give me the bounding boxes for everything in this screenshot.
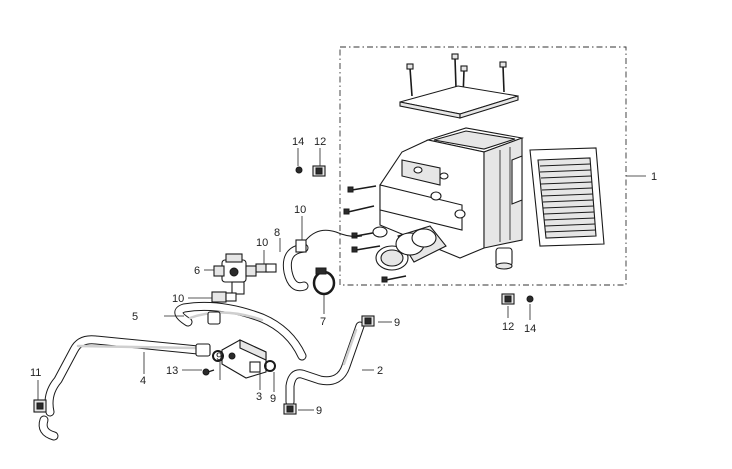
hose-4 xyxy=(38,335,211,441)
connector-lower xyxy=(211,291,237,303)
clamp-9-b xyxy=(264,360,276,372)
clip-nut-lower xyxy=(501,293,515,305)
top-bolts xyxy=(406,53,507,99)
callout-12-a: 12 xyxy=(314,136,326,148)
callout-10-c: 10 xyxy=(172,293,184,305)
screw-13 xyxy=(202,368,215,376)
screw-lower xyxy=(526,295,534,303)
screw-upper xyxy=(295,166,303,174)
hose-2 xyxy=(285,321,365,407)
callout-6: 6 xyxy=(194,265,200,277)
callout-14-a: 14 xyxy=(292,136,304,148)
callout-8: 8 xyxy=(274,227,280,239)
callout-14-b: 14 xyxy=(524,323,536,335)
callout-10-a: 10 xyxy=(294,204,306,216)
hose-5 xyxy=(174,301,307,361)
elbow-hose xyxy=(282,229,363,292)
callout-2: 2 xyxy=(377,365,383,377)
callout-9-a: 9 xyxy=(394,317,400,329)
callout-4: 4 xyxy=(140,375,146,387)
callout-9-d: 9 xyxy=(270,393,276,405)
valve xyxy=(213,253,257,295)
callout-9-b: 9 xyxy=(316,405,322,417)
inlet-boot xyxy=(375,225,447,271)
callout-1: 1 xyxy=(651,171,657,183)
callout-10-b: 10 xyxy=(256,237,268,249)
callout-7: 7 xyxy=(320,316,326,328)
leader-lines xyxy=(37,148,646,411)
assembly-boundary xyxy=(339,46,627,286)
callout-5: 5 xyxy=(132,311,138,323)
callout-12-b: 12 xyxy=(502,321,514,333)
hose-clip-11 xyxy=(33,399,47,413)
callout-13: 13 xyxy=(166,365,178,377)
callouts: 1 2 3 4 5 6 7 8 9 9 9 9 10 10 10 11 12 1… xyxy=(30,136,657,417)
callout-9-c: 9 xyxy=(216,351,222,363)
hose-clamp xyxy=(312,267,336,296)
clamp-9-c xyxy=(361,315,375,327)
clip-nut-upper xyxy=(312,165,326,177)
side-screws xyxy=(343,185,407,283)
clamp-9-d xyxy=(283,403,297,415)
callout-11: 11 xyxy=(30,367,41,379)
clamp-9-a xyxy=(212,350,224,362)
connector-upper xyxy=(255,263,277,273)
air-filter-element xyxy=(529,147,605,247)
air-box-assembly xyxy=(343,53,525,283)
callout-3: 3 xyxy=(256,391,262,403)
valve-body xyxy=(221,339,267,379)
